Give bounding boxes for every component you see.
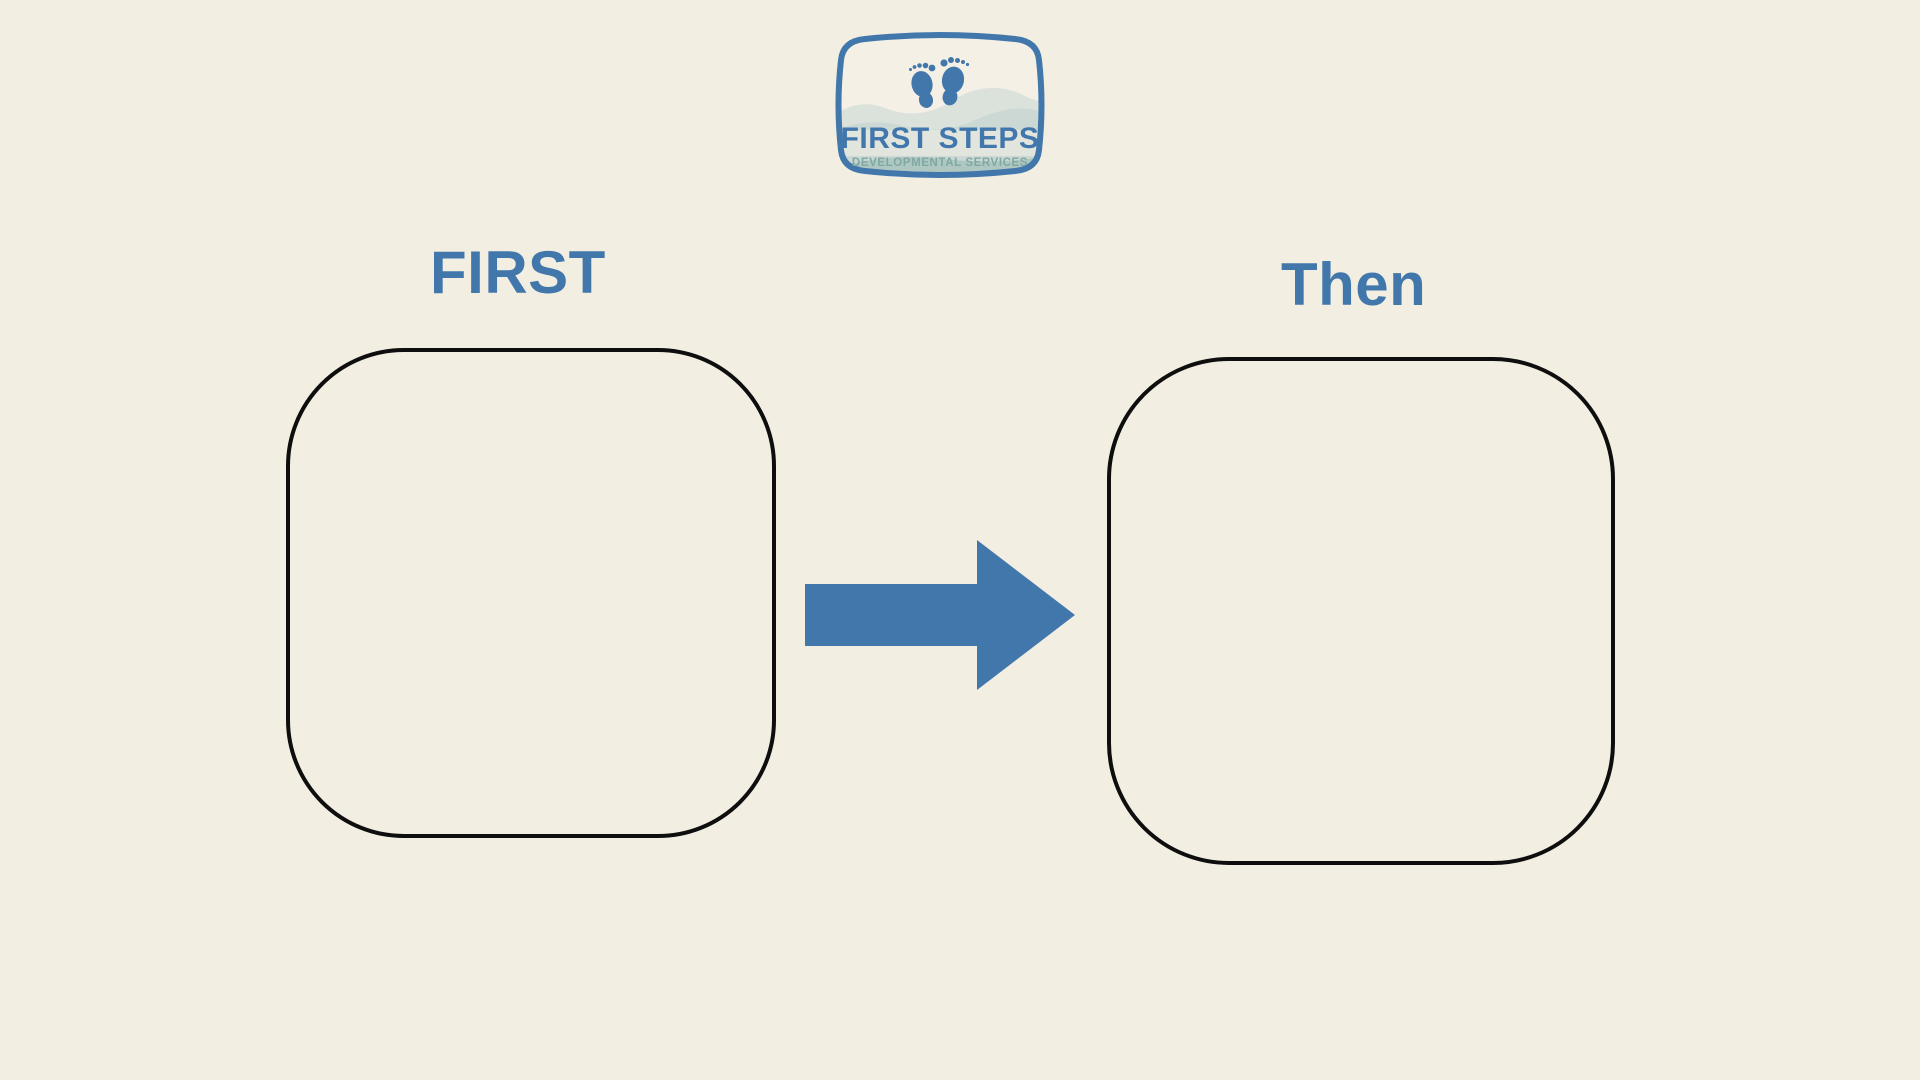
first-activity-box[interactable] — [286, 348, 776, 838]
baby-footprints-icon — [909, 57, 970, 108]
logo-badge: FIRST STEPS DEVELOPMENTAL SERVICES — [825, 30, 1055, 180]
first-panel-heading: FIRST — [430, 239, 606, 306]
then-activity-box[interactable] — [1107, 357, 1615, 865]
logo-graphic: FIRST STEPS DEVELOPMENTAL SERVICES — [835, 32, 1045, 178]
logo-title: FIRST STEPS — [841, 122, 1040, 155]
logo-subtitle: DEVELOPMENTAL SERVICES — [852, 157, 1028, 169]
right-arrow-icon — [805, 540, 1075, 690]
right-arrow-glyph — [805, 540, 1075, 690]
logo-border — [835, 32, 1045, 178]
then-panel-heading: Then — [1281, 251, 1427, 318]
